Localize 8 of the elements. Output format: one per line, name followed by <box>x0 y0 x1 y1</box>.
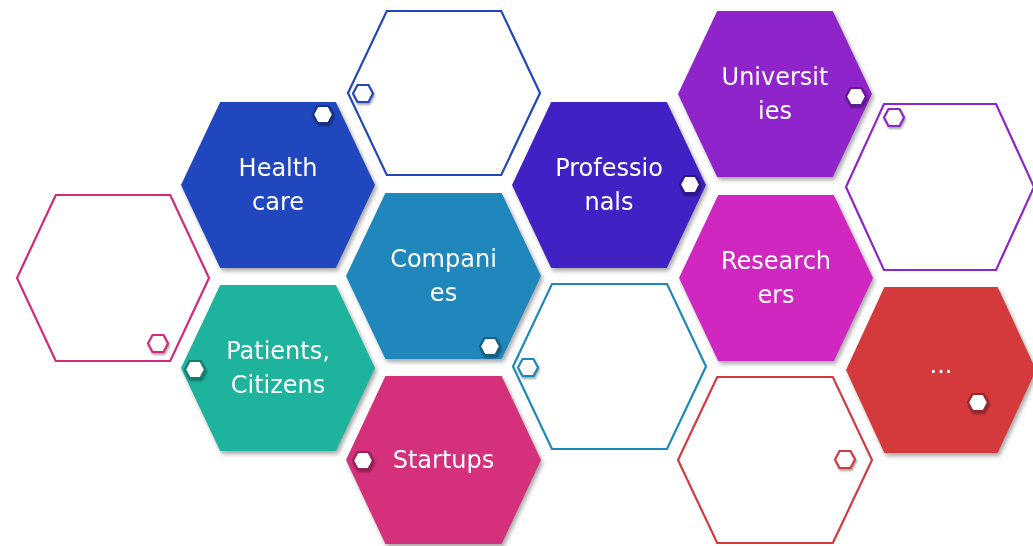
tile-label: Startups <box>391 445 496 476</box>
tile-label: Patients, Citizens <box>225 336 331 401</box>
tile-label: Universit ies <box>720 62 830 127</box>
tile-label: Health care <box>237 153 319 218</box>
tile-label: Professio nals <box>554 153 664 218</box>
tile-label: Research ers <box>719 246 833 311</box>
tile-label: ... <box>928 350 954 381</box>
tile-label: Compani es <box>389 244 498 309</box>
